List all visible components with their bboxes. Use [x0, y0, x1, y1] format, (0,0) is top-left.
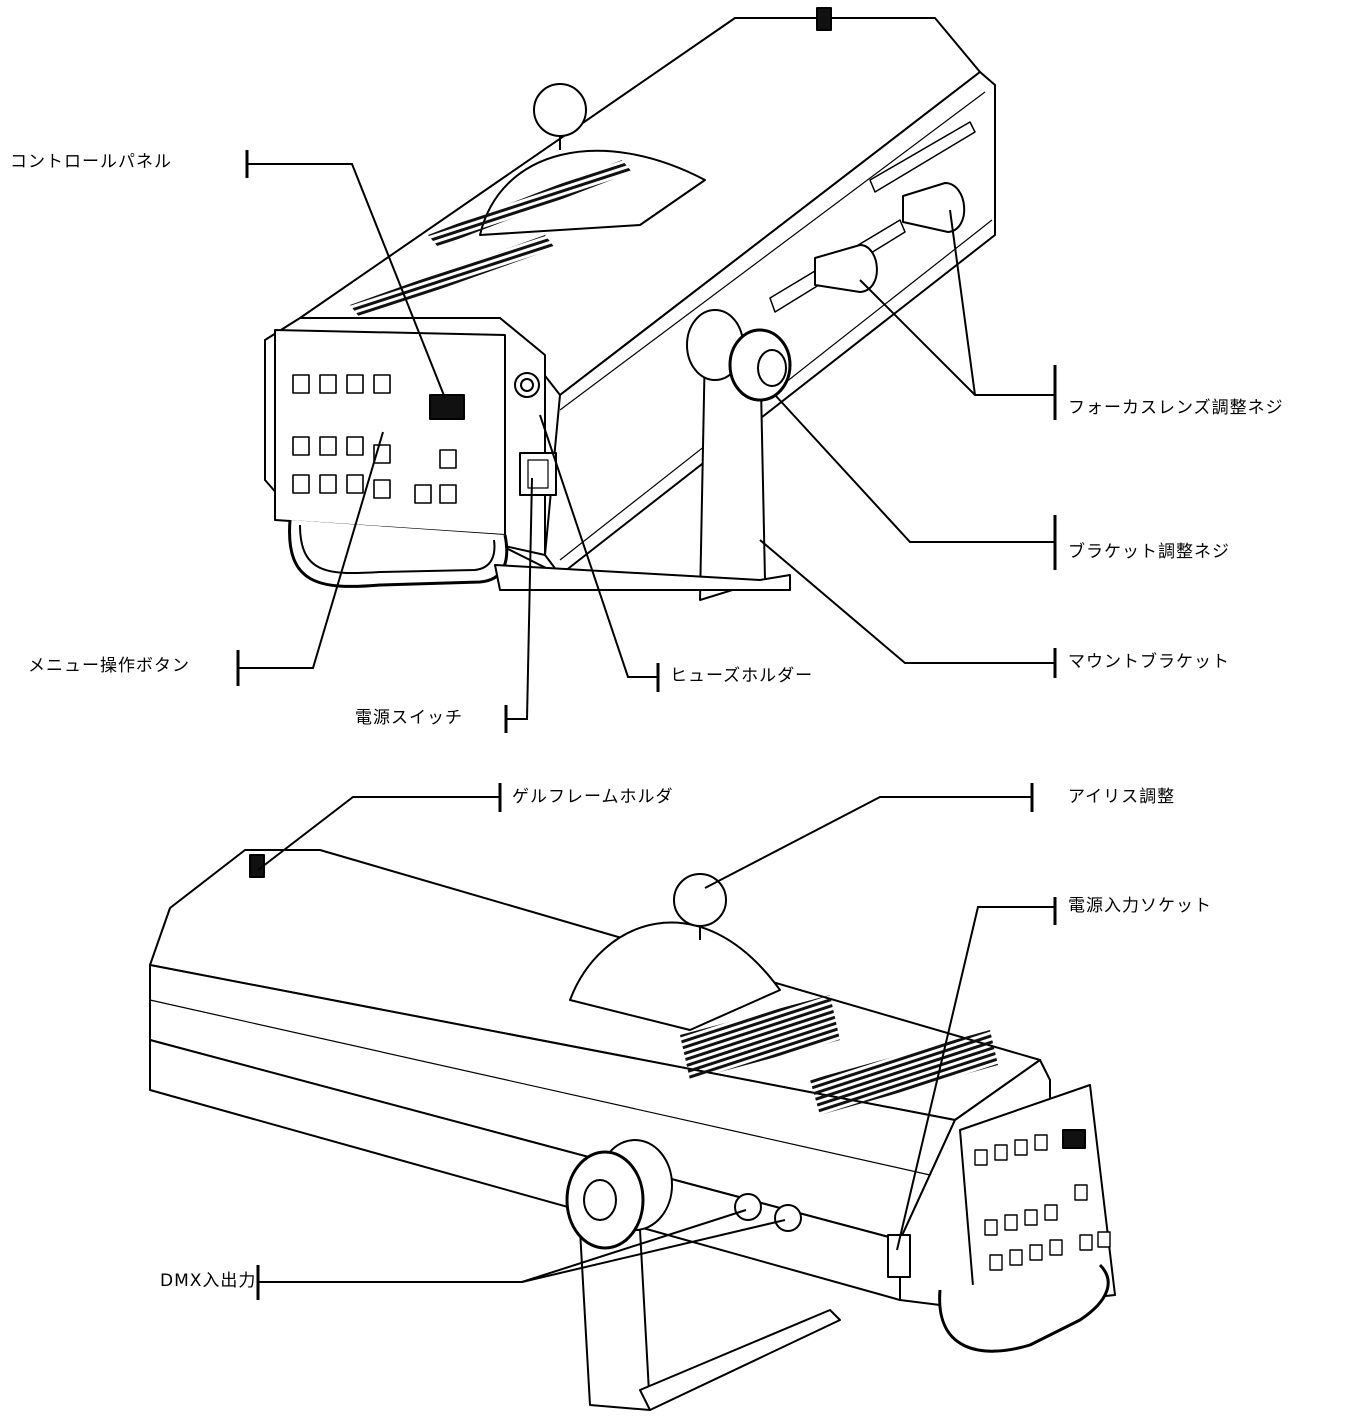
label-power-socket: 電源入力ソケット: [1068, 896, 1212, 916]
label-focus-knob: フォーカスレンズ調整ネジ: [1068, 398, 1284, 418]
top-fixture: [264, 7, 996, 601]
label-menu-buttons: メニュー操作ボタン: [28, 656, 190, 676]
bottom-fixture: [149, 849, 1116, 1411]
label-bracket-knob: ブラケット調整ネジ: [1068, 542, 1230, 562]
label-iris-adjust: アイリス調整: [1068, 787, 1176, 807]
label-mount-bracket: マウントブラケット: [1068, 652, 1230, 672]
label-control-panel: コントロールパネル: [10, 152, 172, 172]
display-icon: [429, 394, 465, 420]
label-power-switch: 電源スイッチ: [355, 708, 463, 728]
callout-lines: [236, 150, 1057, 1300]
label-fuse-holder: ヒューズホルダー: [670, 666, 814, 686]
label-dmx-io: DMX入出力: [160, 1271, 257, 1291]
label-gel-holder: ゲルフレームホルダ: [512, 787, 674, 807]
